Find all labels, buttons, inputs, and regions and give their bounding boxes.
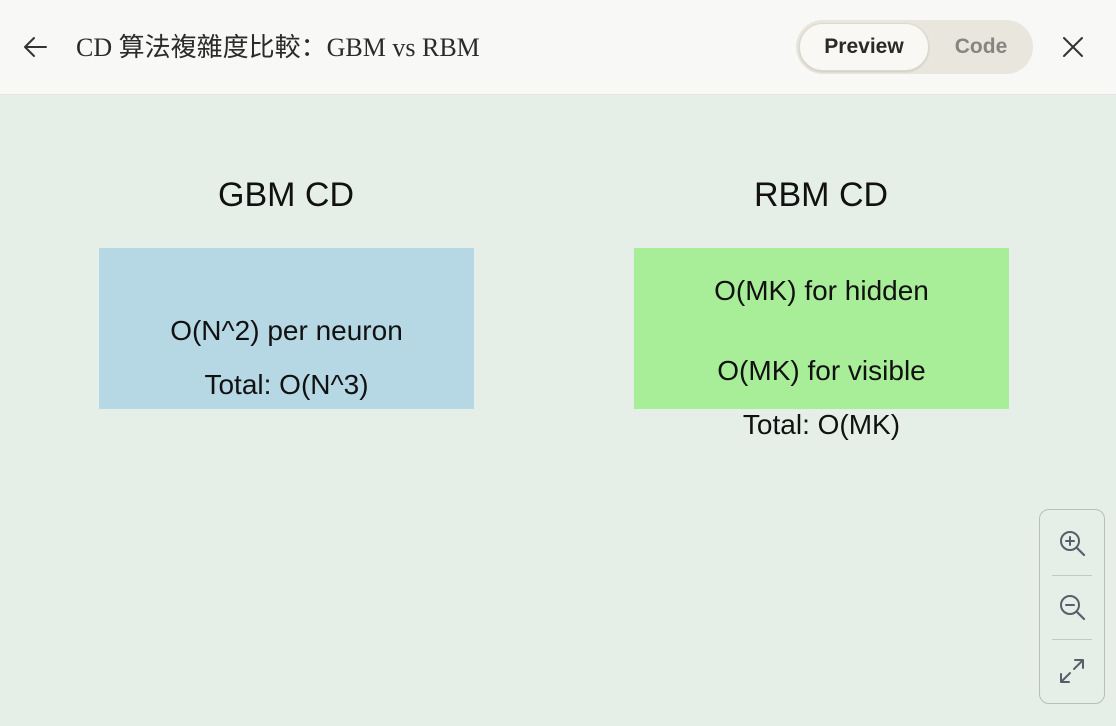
gbm-title: GBM CD — [218, 176, 354, 214]
page-title: CD 算法複雜度比較：GBM vs RBM — [76, 33, 480, 62]
gbm-box: O(N^2) per neuron Total: O(N^3) — [99, 248, 474, 409]
rbm-line-hidden: O(MK) for hidden — [714, 275, 929, 306]
zoom-out-button[interactable] — [1040, 576, 1104, 638]
tab-code[interactable]: Code — [954, 35, 1008, 58]
close-button[interactable] — [1056, 30, 1090, 64]
view-toggle: Preview Code — [796, 20, 1033, 74]
rbm-hidden-box: O(MK) for hidden — [634, 248, 1009, 328]
rbm-title: RBM CD — [753, 176, 889, 214]
rbm-visible-box: O(MK) for visible — [634, 328, 1009, 409]
zoom-controls — [1039, 509, 1105, 704]
gbm-line-per-neuron: O(N^2) per neuron — [170, 315, 403, 346]
close-icon — [1063, 37, 1083, 57]
gbm-line-total: Total: O(N^3) — [204, 369, 369, 400]
zoom-divider — [1052, 575, 1092, 576]
fit-screen-icon — [1060, 659, 1084, 683]
zoom-in-button[interactable] — [1040, 512, 1104, 574]
back-button[interactable] — [18, 30, 52, 64]
zoom-out-icon — [1060, 595, 1086, 621]
rbm-line-visible: O(MK) for visible — [717, 355, 926, 386]
arrow-left-icon — [24, 37, 47, 57]
zoom-divider — [1052, 639, 1092, 640]
tab-preview[interactable]: Preview — [799, 23, 929, 71]
header-bar: CD 算法複雜度比較：GBM vs RBM Preview Code — [0, 0, 1116, 95]
fit-screen-button[interactable] — [1040, 640, 1104, 702]
zoom-in-icon — [1060, 531, 1086, 557]
rbm-total: Total: O(MK) — [742, 409, 901, 440]
